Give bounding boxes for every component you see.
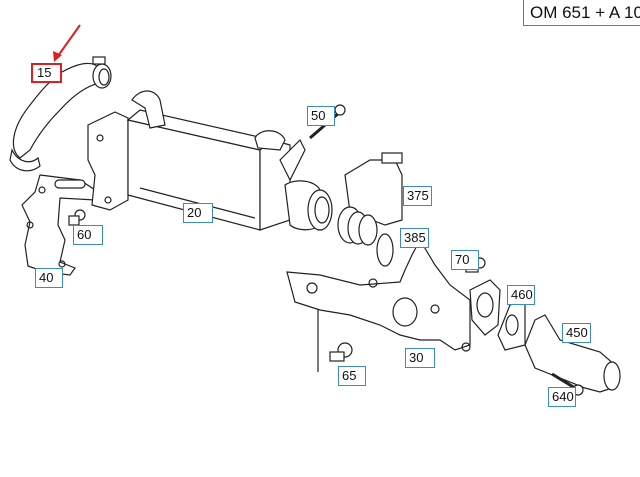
intake-flange xyxy=(469,279,501,336)
callout-15[interactable]: 15 xyxy=(31,63,62,83)
callout-460[interactable]: 460 xyxy=(507,285,535,305)
part-65-bolt[interactable] xyxy=(329,342,353,362)
callout-30[interactable]: 30 xyxy=(405,348,435,368)
part-30-bracket[interactable] xyxy=(286,238,471,372)
cooler-outlet-flange xyxy=(279,138,333,231)
callout-20[interactable]: 20 xyxy=(183,203,213,223)
callout-375[interactable]: 375 xyxy=(403,186,432,206)
engine-model-title: OM 651 + A 10 xyxy=(523,0,640,26)
callout-70[interactable]: 70 xyxy=(451,250,479,270)
part-15-hose[interactable] xyxy=(9,56,112,172)
part-40-bracket[interactable] xyxy=(21,174,96,276)
cooler-support-bracket xyxy=(87,111,129,211)
part-460-gasket[interactable] xyxy=(497,299,526,351)
part-375-egr-valve[interactable] xyxy=(337,152,403,246)
callout-640[interactable]: 640 xyxy=(548,387,576,407)
callout-60[interactable]: 60 xyxy=(73,225,103,245)
callout-385[interactable]: 385 xyxy=(400,228,429,248)
highlight-arrow-icon xyxy=(53,24,81,62)
callout-40[interactable]: 40 xyxy=(35,268,63,288)
callout-50[interactable]: 50 xyxy=(307,106,335,126)
callout-65[interactable]: 65 xyxy=(338,366,366,386)
part-60-bolt[interactable] xyxy=(68,209,86,226)
part-385-gasket[interactable] xyxy=(376,233,394,267)
callout-450[interactable]: 450 xyxy=(562,323,591,343)
part-450-pipe[interactable] xyxy=(524,314,621,393)
